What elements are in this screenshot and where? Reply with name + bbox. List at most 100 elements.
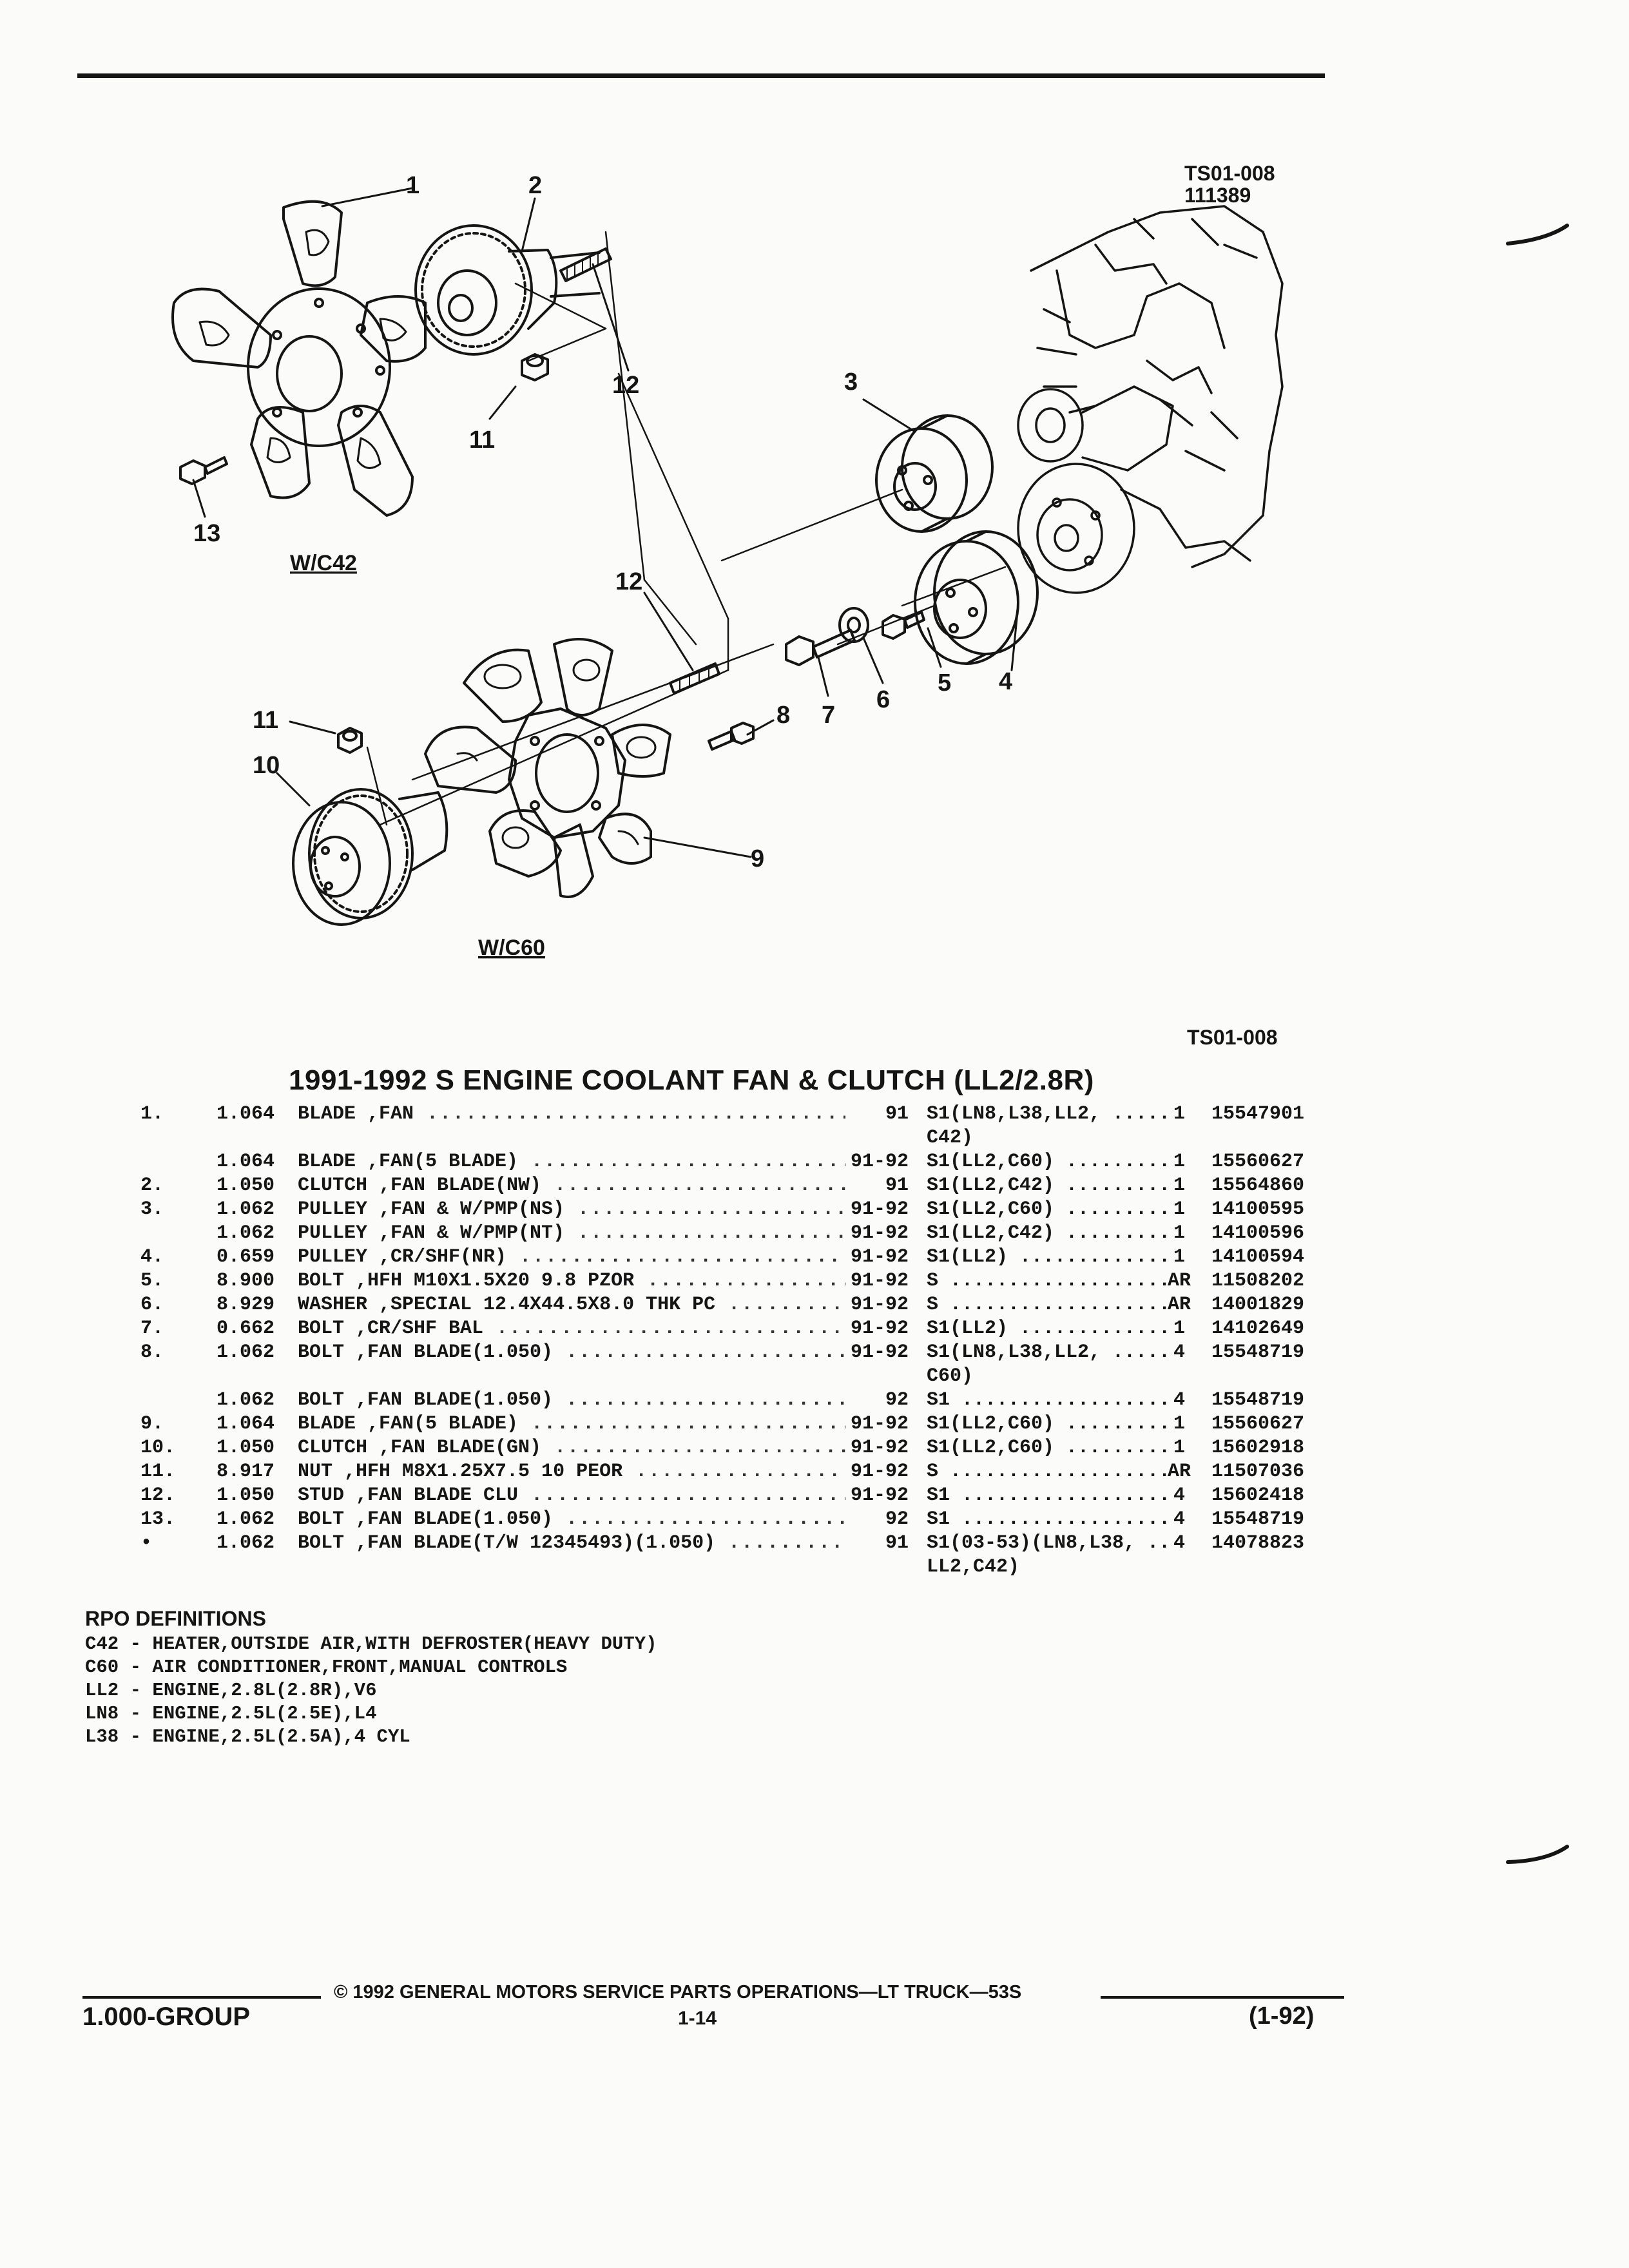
bolt-8 xyxy=(708,722,755,751)
part-number: 14102649 xyxy=(1211,1318,1305,1340)
model-years: 91-92 xyxy=(850,1198,909,1220)
fan-clutch-nw xyxy=(414,224,601,356)
table-row: 8. 1.062 BOLT ,FAN BLADE(1.050) ..........… xyxy=(0,1341,1629,1365)
model-years: 91-92 xyxy=(850,1437,909,1459)
description: CLUTCH ,FAN BLADE(NW) ..................… xyxy=(298,1175,845,1196)
model-years: 91-92 xyxy=(850,1151,909,1173)
model-years: 91-92 xyxy=(850,1222,909,1244)
group-number: 1.050 xyxy=(217,1437,275,1459)
fan-blade-5-c42 xyxy=(171,200,427,517)
quantity: 1 xyxy=(1173,1222,1185,1244)
variant-c42-label: W/C42 xyxy=(290,551,357,575)
group-number: 1.062 xyxy=(217,1508,275,1530)
callout-1: 1 xyxy=(406,172,419,199)
series-usage: S1(LN8,L38,LL2, .................... xyxy=(927,1341,1171,1363)
group-number: 1.064 xyxy=(217,1151,275,1173)
group-number: 1.050 xyxy=(217,1175,275,1196)
series-usage: S1(LL2) .................... xyxy=(927,1318,1171,1340)
series-usage: S1(LN8,L38,LL2, .................... xyxy=(927,1103,1171,1125)
callout-2: 2 xyxy=(528,172,542,199)
group-number: 1.062 xyxy=(217,1341,275,1363)
model-years: 91-92 xyxy=(850,1318,909,1340)
part-number: 11507036 xyxy=(1211,1461,1305,1483)
callout-11-upper: 11 xyxy=(469,427,495,454)
table-row: 1. 1.064 BLADE ,FAN ......................… xyxy=(0,1103,1629,1127)
description: STUD ,FAN BLADE CLU ....................… xyxy=(298,1485,845,1506)
group-number: 0.662 xyxy=(217,1318,275,1340)
rpo-title: RPO DEFINITIONS xyxy=(85,1607,266,1630)
footer-revision-date: (1-92) xyxy=(1249,2003,1315,2030)
quantity: 1 xyxy=(1173,1437,1185,1459)
description: BLADE ,FAN(5 BLADE) ....................… xyxy=(298,1151,845,1173)
series-usage: S1(03-53)(LN8,L38, .................... xyxy=(927,1532,1171,1554)
callout-11-lower: 11 xyxy=(253,707,278,734)
description: BOLT ,FAN BLADE(1.050) .................… xyxy=(298,1508,845,1530)
part-number: 14001829 xyxy=(1211,1294,1305,1316)
rpo-line: LN8 - ENGINE,2.5L(2.5E),L4 xyxy=(85,1703,377,1724)
model-years: 92 xyxy=(885,1389,909,1411)
description: BOLT ,FAN BLADE(T/W 12345493)(1.050) ...… xyxy=(298,1532,845,1554)
description: BOLT ,HFH M10X1.5X20 9.8 PZOR ..........… xyxy=(298,1270,845,1292)
group-number: 1.064 xyxy=(217,1103,275,1125)
group-number: 8.900 xyxy=(217,1270,275,1292)
callout-13: 13 xyxy=(193,520,220,547)
leader-lines xyxy=(366,231,1007,826)
table-row: C60) xyxy=(0,1365,1629,1389)
edge-mark-3 xyxy=(1506,1845,1569,1864)
part-number: 15548719 xyxy=(1211,1389,1305,1411)
description: BOLT ,FAN BLADE(1.050) .................… xyxy=(298,1341,845,1363)
group-number: 1.062 xyxy=(217,1198,275,1220)
callout-12-upper: 12 xyxy=(612,372,639,399)
variant-c60-label: W/C60 xyxy=(478,936,545,960)
series-usage: S1(LL2,C42) .................... xyxy=(927,1222,1171,1244)
item-number: 10. xyxy=(140,1437,176,1459)
footer-copyright: © 1992 GENERAL MOTORS SERVICE PARTS OPER… xyxy=(334,1982,1022,2003)
model-years: 91-92 xyxy=(850,1270,909,1292)
part-number: 14100595 xyxy=(1211,1198,1305,1220)
series-usage: S1 .................... xyxy=(927,1389,1171,1411)
rpo-line: L38 - ENGINE,2.5L(2.5A),4 CYL xyxy=(85,1726,410,1747)
group-number: 1.062 xyxy=(217,1532,275,1554)
group-number: 1.062 xyxy=(217,1389,275,1411)
part-number: 15602918 xyxy=(1211,1437,1305,1459)
model-years: 92 xyxy=(885,1508,909,1530)
reference-code-bottom: TS01-008 xyxy=(1187,1026,1278,1049)
model-years: 91-92 xyxy=(850,1246,909,1268)
item-number: 8. xyxy=(140,1341,164,1363)
quantity: 4 xyxy=(1173,1341,1185,1363)
fan-clutch-gn xyxy=(292,788,448,926)
quantity: AR xyxy=(1167,1461,1191,1483)
stud-upper xyxy=(559,247,612,282)
quantity: 4 xyxy=(1173,1485,1185,1506)
group-number: 1.064 xyxy=(217,1413,275,1435)
series-usage: S1(LL2,C60) .................... xyxy=(927,1413,1171,1435)
quantity: 4 xyxy=(1173,1508,1185,1530)
series-usage: S .................... xyxy=(927,1294,1171,1316)
pulley-fan-wpmp xyxy=(875,414,994,533)
rpo-definitions: RPO DEFINITIONS C42 - HEATER,OUTSIDE AIR… xyxy=(85,1607,657,1749)
rpo-line: LL2 - ENGINE,2.8L(2.8R),V6 xyxy=(85,1680,377,1701)
part-number: 14100596 xyxy=(1211,1222,1305,1244)
group-number: 8.929 xyxy=(217,1294,275,1316)
item-number: 6. xyxy=(140,1294,164,1316)
series-usage: S1(LL2,C60) .................... xyxy=(927,1198,1171,1220)
part-number: 14100594 xyxy=(1211,1246,1305,1268)
parts-table: 1. 1.064 BLADE ,FAN ......................… xyxy=(0,1103,1629,1580)
item-number: 12. xyxy=(140,1485,176,1506)
quantity: AR xyxy=(1167,1294,1191,1316)
callout-leaders xyxy=(192,187,1019,858)
stud-lower xyxy=(669,662,720,695)
item-number: 1. xyxy=(140,1103,164,1125)
description: BLADE ,FAN .............................… xyxy=(298,1103,845,1125)
group-number: 8.917 xyxy=(217,1461,275,1483)
pulley-crank xyxy=(914,530,1039,665)
footer-page-number: 1-14 xyxy=(678,2008,717,2029)
footer-rule-left xyxy=(82,1996,321,1999)
